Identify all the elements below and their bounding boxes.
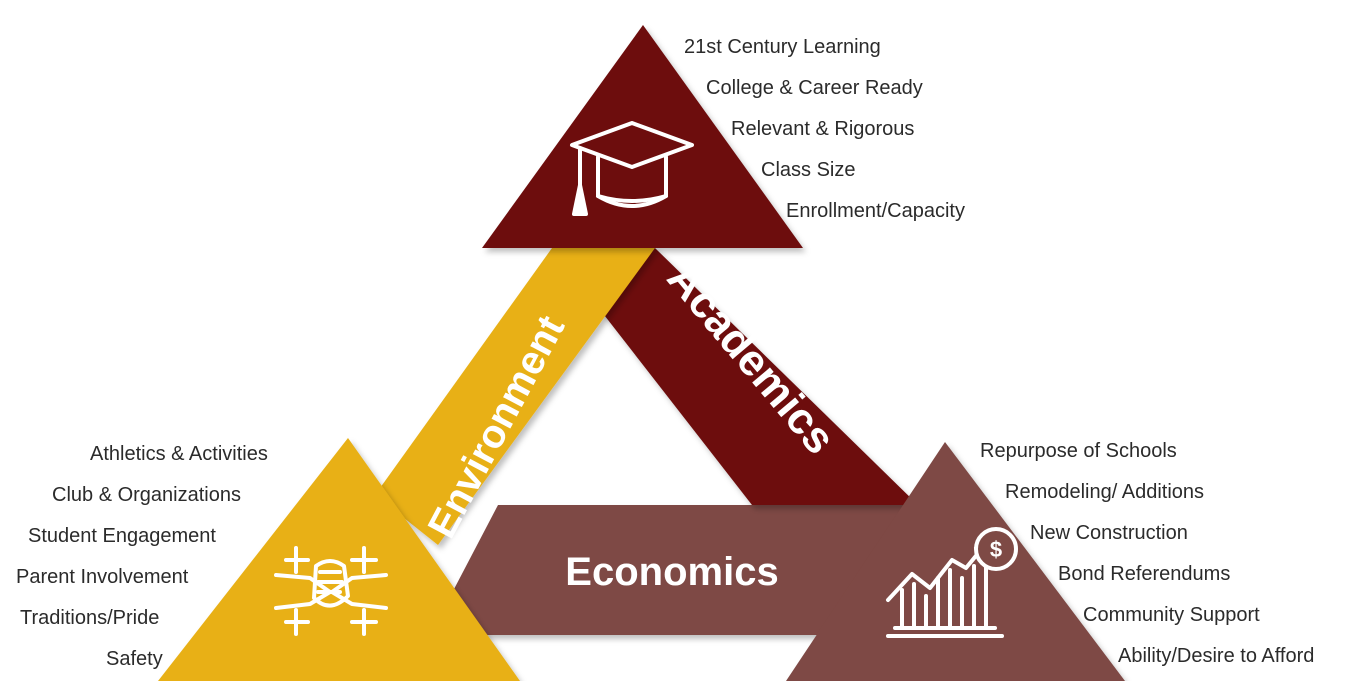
list-item: College & Career Ready (706, 77, 923, 99)
list-item: Ability/Desire to Afford (1118, 645, 1315, 667)
list-item: Class Size (761, 159, 856, 181)
list-item: Student Engagement (28, 525, 216, 547)
academics-band (552, 248, 918, 505)
academics-corner-triangle (482, 25, 803, 248)
environment-corner-triangle (158, 438, 520, 681)
growth-chart-dollar-icon: $ (886, 527, 1018, 638)
list-item: Enrollment/Capacity (786, 200, 965, 222)
list-item: 21st Century Learning (684, 36, 881, 58)
list-item: Relevant & Rigorous (731, 118, 915, 140)
list-item: Parent Involvement (16, 566, 189, 588)
economics-band-label: Economics (565, 550, 778, 594)
list-item: Repurpose of Schools (980, 440, 1177, 462)
list-item: Remodeling/ Additions (1005, 481, 1205, 503)
list-item: New Construction (1030, 522, 1188, 544)
economics-band (430, 505, 915, 635)
svg-text:$: $ (990, 537, 1002, 562)
list-item: Club & Organizations (52, 484, 241, 506)
list-item: Safety (106, 648, 163, 670)
list-item: Traditions/Pride (20, 607, 160, 629)
list-item: Bond Referendums (1058, 563, 1231, 585)
list-item: Community Support (1083, 604, 1260, 626)
list-item: Athletics & Activities (90, 443, 268, 465)
joined-hands-icon (274, 546, 388, 636)
environment-band (375, 248, 655, 545)
graduation-cap-icon (570, 121, 694, 216)
